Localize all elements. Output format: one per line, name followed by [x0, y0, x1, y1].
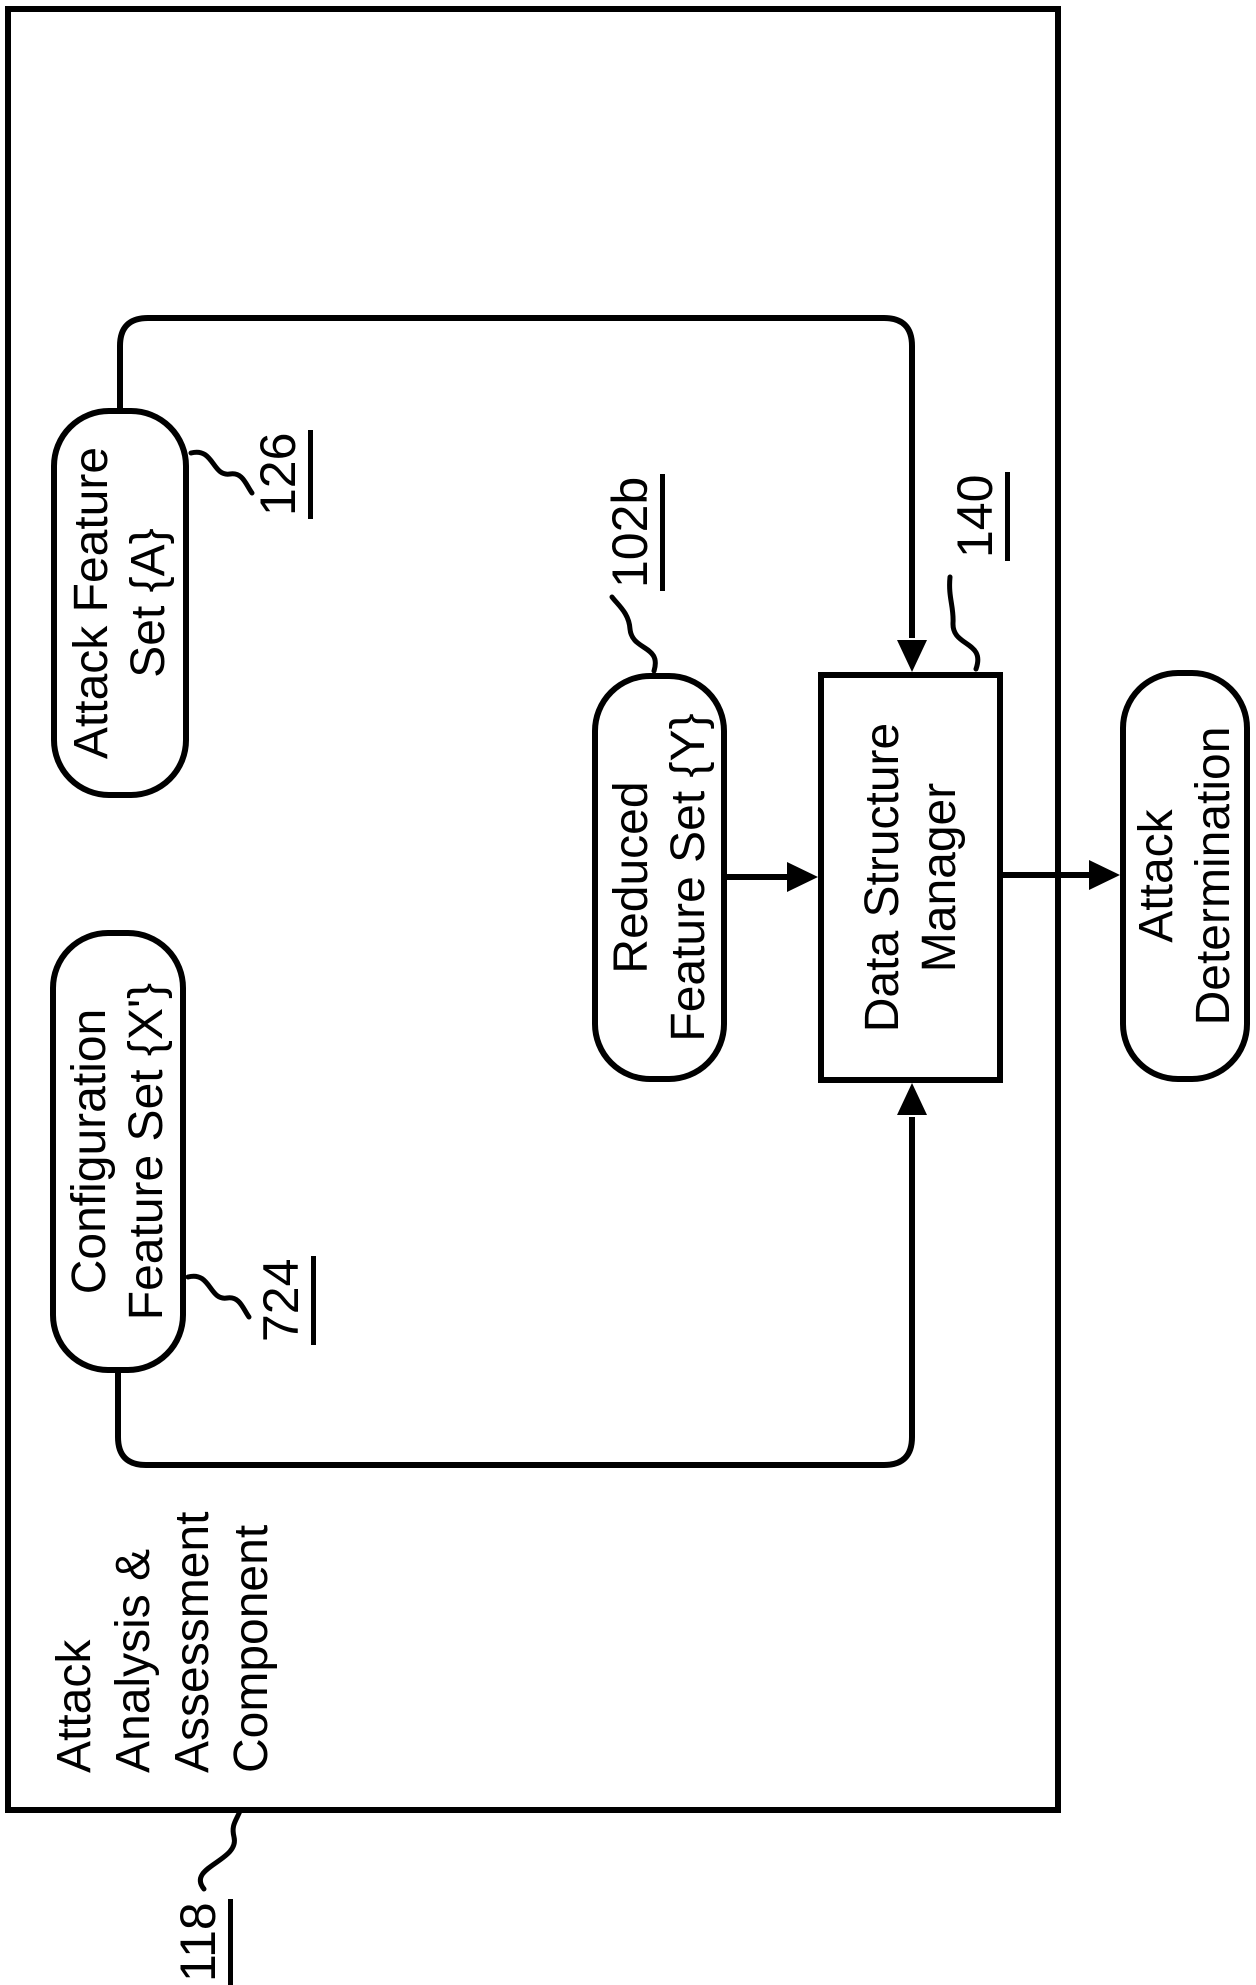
arrowhead-reduced-to-dsm: [787, 862, 818, 892]
configuration-feature-set-label-line2: Feature Set {X'}: [120, 982, 173, 1321]
reduced-feature-set-node: Reduced Feature Set {Y}: [592, 673, 727, 1082]
attack-determination-label-line2: Determination: [1187, 726, 1240, 1026]
ref-numeral-102b: 102b: [602, 473, 665, 591]
connector-attack-feature-to-dsm: [117, 315, 915, 638]
reduced-feature-set-label-line1: Reduced: [604, 781, 658, 974]
data-structure-manager-label-line1: Data Structure: [855, 722, 909, 1033]
connector-configuration-to-dsm: [115, 1117, 915, 1468]
component-title: Attack Analysis & Assessment Component: [45, 1512, 281, 1773]
data-structure-manager-label-line2: Manager: [912, 782, 966, 973]
ref-numeral-118: 118: [170, 1899, 233, 1985]
squiggle-ref-724: [185, 1273, 252, 1320]
component-title-line: Analysis &: [107, 1548, 160, 1773]
attack-feature-set-label-line2: Set {A}: [122, 528, 175, 678]
attack-determination-label-line1: Attack: [1130, 809, 1183, 943]
ref-numeral-126: 126: [250, 429, 313, 519]
squiggle-ref-126: [188, 449, 255, 496]
configuration-feature-set-label-line1: Configuration: [63, 1008, 116, 1295]
ref-numeral-724: 724: [253, 1255, 316, 1345]
attack-determination-node: Attack Determination: [1120, 670, 1250, 1082]
arrowhead-dsm-to-attack-determination: [1089, 860, 1120, 890]
data-structure-manager-node: Data Structure Manager: [818, 672, 1003, 1083]
component-title-line: Assessment: [166, 1511, 219, 1773]
attack-feature-set-node: Attack Feature Set {A}: [51, 408, 189, 798]
component-title-line: Attack: [48, 1639, 101, 1773]
arrowhead-configuration-to-dsm: [897, 1083, 927, 1115]
reduced-feature-set-label-line2: Feature Set {Y}: [661, 713, 715, 1042]
attack-feature-set-label-line1: Attack Feature: [65, 446, 118, 760]
configuration-feature-set-node: Configuration Feature Set {X'}: [50, 930, 186, 1373]
component-title-line: Component: [225, 1524, 278, 1773]
ref-numeral-140: 140: [947, 471, 1010, 561]
squiggle-ref-102b: [609, 594, 658, 674]
squiggle-ref-140: [947, 574, 981, 672]
arrowhead-attack-feature-to-dsm: [897, 640, 927, 672]
squiggle-ref-118: [198, 1808, 243, 1892]
